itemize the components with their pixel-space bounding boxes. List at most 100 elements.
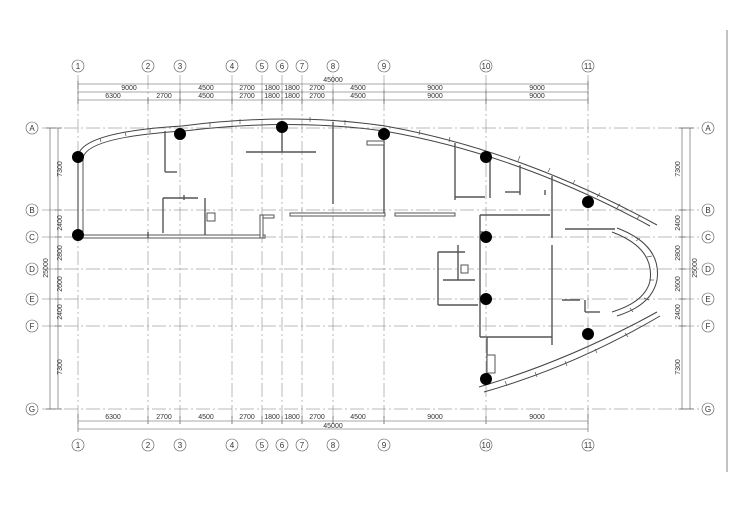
svg-text:2600: 2600 bbox=[57, 276, 64, 292]
svg-text:2400: 2400 bbox=[675, 304, 682, 320]
grid-label-7: 7 bbox=[300, 62, 305, 71]
svg-text:G: G bbox=[705, 405, 711, 414]
dimension-chain-top: 45000 9000 4500 2700 1800 1800 2700 4500… bbox=[77, 77, 589, 104]
svg-text:2700: 2700 bbox=[309, 414, 325, 421]
svg-text:9: 9 bbox=[382, 441, 387, 450]
column-marker bbox=[480, 373, 492, 385]
svg-text:2700: 2700 bbox=[239, 85, 255, 92]
column-marker bbox=[276, 121, 288, 133]
svg-text:2400: 2400 bbox=[57, 215, 64, 231]
row-grid-bubbles-left: A B C D E F G bbox=[25, 121, 39, 416]
column-marker bbox=[582, 328, 594, 340]
row-label-b: B bbox=[29, 206, 34, 215]
svg-text:1800: 1800 bbox=[284, 414, 300, 421]
svg-text:2700: 2700 bbox=[156, 414, 172, 421]
svg-text:4500: 4500 bbox=[350, 85, 366, 92]
svg-text:2600: 2600 bbox=[675, 276, 682, 292]
svg-text:3: 3 bbox=[178, 441, 183, 450]
column-marker bbox=[480, 231, 492, 243]
svg-text:1800: 1800 bbox=[264, 414, 280, 421]
svg-text:7300: 7300 bbox=[675, 359, 682, 375]
column-marker bbox=[174, 128, 186, 140]
svg-text:2700: 2700 bbox=[239, 93, 255, 100]
svg-text:4500: 4500 bbox=[198, 85, 214, 92]
svg-text:9000: 9000 bbox=[427, 414, 443, 421]
grid-label-2: 2 bbox=[146, 62, 151, 71]
svg-text:6: 6 bbox=[280, 441, 285, 450]
svg-text:4: 4 bbox=[230, 441, 235, 450]
svg-text:2700: 2700 bbox=[309, 93, 325, 100]
grid-label-1: 1 bbox=[76, 62, 81, 71]
dim-right-total: 25000 bbox=[692, 258, 699, 278]
svg-text:7300: 7300 bbox=[57, 359, 64, 375]
dim-overall-bottom: 45000 bbox=[323, 423, 343, 430]
svg-text:7: 7 bbox=[300, 441, 305, 450]
svg-text:2400: 2400 bbox=[57, 304, 64, 320]
dimension-chain-bottom: 6300 2700 4500 2700 1800 1800 2700 4500 … bbox=[77, 414, 589, 432]
svg-text:1800: 1800 bbox=[284, 85, 300, 92]
grid-label-9: 9 bbox=[382, 62, 387, 71]
column-marker bbox=[582, 196, 594, 208]
svg-text:9000: 9000 bbox=[529, 414, 545, 421]
svg-text:4500: 4500 bbox=[198, 414, 214, 421]
row-label-a: A bbox=[29, 124, 35, 133]
svg-text:E: E bbox=[705, 295, 710, 304]
grid-label-5: 5 bbox=[260, 62, 265, 71]
grid-label-4: 4 bbox=[230, 62, 235, 71]
grid-label-10: 10 bbox=[482, 62, 491, 71]
row-label-d: D bbox=[29, 265, 35, 274]
grid-label-8: 8 bbox=[331, 62, 336, 71]
svg-text:5: 5 bbox=[260, 441, 265, 450]
svg-text:9000: 9000 bbox=[427, 85, 443, 92]
svg-text:8: 8 bbox=[331, 441, 336, 450]
svg-text:2800: 2800 bbox=[57, 245, 64, 261]
svg-text:1800: 1800 bbox=[284, 93, 300, 100]
svg-text:9000: 9000 bbox=[529, 85, 545, 92]
svg-text:B: B bbox=[705, 206, 710, 215]
column-marker bbox=[378, 128, 390, 140]
svg-text:2400: 2400 bbox=[675, 215, 682, 231]
svg-text:4500: 4500 bbox=[198, 93, 214, 100]
column-marker bbox=[72, 151, 84, 163]
column-grid-bubbles-bottom: 1 2 3 4 5 6 7 8 9 10 11 bbox=[71, 438, 595, 452]
row-label-g: G bbox=[29, 405, 35, 414]
svg-text:9000: 9000 bbox=[529, 93, 545, 100]
grid-label-3: 3 bbox=[178, 62, 183, 71]
svg-text:1800: 1800 bbox=[264, 93, 280, 100]
row-label-c: C bbox=[29, 233, 35, 242]
grid-label-11: 11 bbox=[584, 62, 593, 71]
structural-columns bbox=[72, 121, 594, 385]
column-grid-bubbles-top: 1 2 3 4 5 6 7 8 9 10 11 bbox=[71, 59, 595, 73]
grid-label-6: 6 bbox=[280, 62, 285, 71]
svg-text:1: 1 bbox=[76, 441, 81, 450]
svg-text:2800: 2800 bbox=[675, 245, 682, 261]
svg-text:9000: 9000 bbox=[427, 93, 443, 100]
svg-text:6300: 6300 bbox=[105, 93, 121, 100]
svg-text:2700: 2700 bbox=[309, 85, 325, 92]
svg-text:7300: 7300 bbox=[57, 161, 64, 177]
svg-text:D: D bbox=[705, 265, 711, 274]
svg-text:2700: 2700 bbox=[156, 93, 172, 100]
column-marker bbox=[72, 229, 84, 241]
dim-overall-top: 45000 bbox=[323, 77, 343, 84]
svg-text:4500: 4500 bbox=[350, 93, 366, 100]
svg-text:6300: 6300 bbox=[105, 414, 121, 421]
svg-text:A: A bbox=[705, 124, 711, 133]
building-outline bbox=[77, 117, 661, 393]
interior-walls bbox=[82, 122, 615, 375]
grid-lines bbox=[42, 75, 700, 425]
column-marker bbox=[480, 293, 492, 305]
svg-text:11: 11 bbox=[584, 441, 593, 450]
row-label-f: F bbox=[30, 322, 35, 331]
svg-text:1800: 1800 bbox=[264, 85, 280, 92]
dim-left-total: 25000 bbox=[43, 258, 50, 278]
svg-text:2700: 2700 bbox=[239, 414, 255, 421]
svg-text:7300: 7300 bbox=[675, 161, 682, 177]
svg-text:10: 10 bbox=[482, 441, 491, 450]
svg-text:4500: 4500 bbox=[350, 414, 366, 421]
svg-text:9000: 9000 bbox=[121, 85, 137, 92]
svg-text:C: C bbox=[705, 233, 711, 242]
svg-text:F: F bbox=[706, 322, 711, 331]
row-label-e: E bbox=[29, 295, 34, 304]
